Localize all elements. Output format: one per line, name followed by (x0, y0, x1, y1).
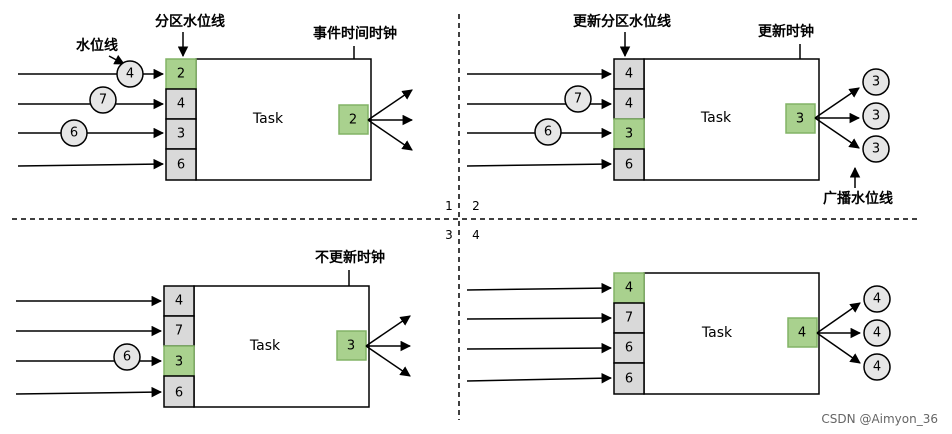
q3-cell-value: 4 (175, 294, 183, 309)
q4-output-value: 4 (873, 326, 881, 341)
q3-partition-cell (163, 285, 195, 317)
q4-event-clock (787, 317, 818, 348)
q3-clock-value: 3 (347, 339, 355, 354)
q2-cell-value: 4 (625, 97, 633, 112)
q1-partition-cell (165, 88, 197, 120)
q2-incoming-value: 6 (544, 125, 552, 140)
q1-partition-cell (165, 148, 197, 181)
q1-incoming-value: 6 (70, 126, 78, 141)
quadrant-4: Task 4 7 6 6 4 4 4 4 (466, 272, 891, 395)
q1-event-clock (338, 104, 369, 135)
q1-task-label: Task (252, 111, 284, 127)
q1-incoming-value: 4 (126, 67, 134, 82)
quadrant-number-3: 3 (445, 228, 453, 242)
q3-cell-value: 3 (175, 355, 183, 370)
q2-output-value: 3 (872, 75, 880, 90)
q2-output-watermark (862, 68, 890, 96)
q2-partition-label: 更新分区水位线 (573, 13, 671, 30)
q1-watermark-label: 水位线 (76, 37, 118, 54)
q4-clock-value: 4 (798, 326, 806, 341)
q2-partition-cell (613, 88, 645, 120)
quadrant-2: 更新分区水位线 更新时钟 Task 4 4 3 6 7 6 3 3 3 3 (466, 13, 893, 207)
q2-task-label: Task (700, 110, 732, 126)
q4-output-value: 4 (873, 360, 881, 375)
q4-partition-cell (613, 362, 645, 395)
q2-broadcast-label: 广播水位线 (823, 190, 893, 207)
q3-task-label: Task (249, 338, 281, 354)
q2-incoming-watermark (564, 85, 592, 113)
q1-clock-value: 2 (349, 113, 357, 128)
q3-partition-cell (163, 315, 195, 347)
q2-clock-value: 3 (796, 112, 804, 127)
q4-task-label: Task (701, 325, 733, 341)
q4-output-watermark (863, 319, 891, 347)
q4-cell-value: 4 (625, 281, 633, 296)
q3-event-clock (336, 330, 367, 361)
q4-output-value: 4 (873, 292, 881, 307)
q2-cell-value: 3 (625, 127, 633, 142)
q3-cell-value: 6 (175, 386, 183, 401)
q2-clock-label: 更新时钟 (758, 23, 814, 40)
q4-output-watermark (863, 285, 891, 313)
q1-cell-value: 3 (177, 127, 185, 142)
q3-incoming-watermark (113, 343, 141, 371)
q1-incoming-value: 7 (99, 93, 107, 108)
q1-incoming-watermark (116, 60, 144, 88)
q4-cell-value: 7 (625, 311, 633, 326)
quadrant-3: 不更新时钟 Task 4 7 3 6 6 3 (15, 249, 412, 408)
q2-cell-value: 6 (625, 158, 633, 173)
q1-cell-value: 2 (177, 67, 185, 82)
q2-output-value: 3 (872, 109, 880, 124)
q4-partition-cell (613, 332, 645, 364)
q2-incoming-watermark (534, 118, 562, 146)
q1-partition-label: 分区水位线 (155, 13, 225, 30)
q1-cell-value: 6 (177, 158, 185, 173)
q3-incoming-value: 6 (123, 350, 131, 365)
q1-incoming-watermark (60, 119, 88, 147)
q1-clock-label: 事件时间时钟 (313, 25, 397, 42)
quadrant-number-2: 2 (472, 199, 480, 213)
q3-clock-label: 不更新时钟 (315, 249, 385, 266)
q4-output-watermark (863, 353, 891, 381)
q2-partition-cell (613, 148, 645, 181)
q2-output-watermark (862, 102, 890, 130)
q1-cell-value: 4 (177, 97, 185, 112)
quadrant-number-4: 4 (472, 228, 480, 242)
q2-partition-cell (613, 58, 645, 90)
q2-output-watermark (862, 135, 890, 163)
q3-cell-value: 7 (175, 324, 183, 339)
q1-partition-cell (165, 58, 197, 90)
q4-cell-value: 6 (625, 341, 633, 356)
q3-partition-cell (163, 375, 195, 408)
q2-output-value: 3 (872, 142, 880, 157)
quadrant-number-1: 1 (445, 199, 453, 213)
q1-incoming-watermark (89, 86, 117, 114)
quadrant-1: 分区水位线 水位线 事件时间时钟 Task 2 4 3 6 4 7 6 2 (17, 13, 414, 181)
csdn-watermark: CSDN @Aimyon_36 (821, 412, 938, 426)
q4-cell-value: 6 (625, 372, 633, 387)
q2-incoming-value: 7 (574, 92, 582, 107)
q2-cell-value: 4 (625, 67, 633, 82)
